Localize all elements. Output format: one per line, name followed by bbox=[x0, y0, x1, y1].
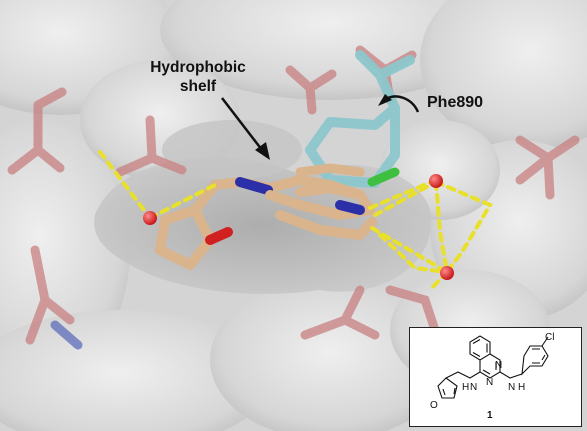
hydrophobic-shelf-label-line1: Hydrophobic bbox=[150, 59, 246, 76]
residue-nitrogen-stick bbox=[50, 320, 83, 350]
hydrophobic-shelf-label: Hydrophobic shelf bbox=[128, 58, 268, 96]
compound-number: 1 bbox=[487, 410, 493, 421]
hydrophobic-shelf-label-line2: shelf bbox=[179, 78, 217, 95]
phe890-rotation-arrow bbox=[378, 94, 420, 113]
furan-oxygen: O bbox=[430, 400, 438, 411]
hydrophobic-shelf-arrow bbox=[221, 97, 270, 160]
phe890-label: Phe890 bbox=[427, 94, 484, 111]
compound-structure-inset: Cl N N N H H N O 1 bbox=[409, 327, 582, 427]
hydrogen-bonds bbox=[98, 150, 493, 292]
amine-right-h: H bbox=[518, 382, 525, 393]
chlorine-atom bbox=[367, 167, 400, 187]
ligand-compound-1 bbox=[155, 163, 377, 270]
water-molecule bbox=[440, 266, 454, 280]
amine-right-n: N bbox=[508, 382, 515, 393]
chlorine-label: Cl bbox=[545, 332, 554, 343]
ring-nitrogen-top: N bbox=[495, 360, 502, 371]
water-molecule bbox=[429, 174, 443, 188]
structure-bonds bbox=[437, 335, 549, 399]
amine-left-n: N bbox=[470, 382, 477, 393]
compound-structure-drawing: Cl N N N H H N O 1 bbox=[430, 332, 554, 421]
amine-left-h: H bbox=[462, 382, 469, 393]
ring-nitrogen-bottom: N bbox=[486, 377, 493, 388]
water-molecule bbox=[143, 211, 157, 225]
